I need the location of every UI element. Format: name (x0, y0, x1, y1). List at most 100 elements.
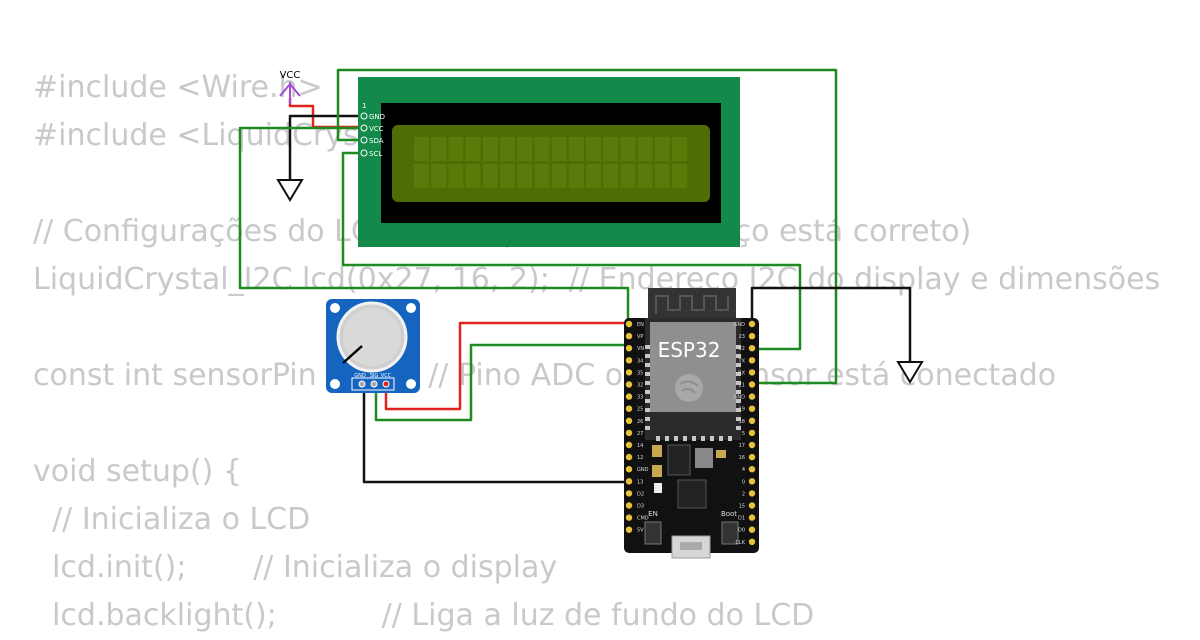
wire-esp-gnd[interactable] (750, 286, 912, 362)
antenna-trace (655, 295, 729, 314)
esp32-pin-label: 15 (739, 504, 745, 510)
wire-pot-gnd[interactable] (362, 385, 628, 484)
esp32-pin[interactable] (625, 393, 633, 400)
esp32-pin-label: 18 (739, 419, 745, 425)
esp32-pin[interactable] (625, 405, 633, 412)
lcd-pin-scl-label: SCL (369, 150, 382, 158)
lcd-cell (414, 137, 429, 161)
esp32-pin[interactable] (625, 320, 633, 328)
esp32-pin[interactable] (748, 320, 756, 328)
wire-pot-sig[interactable] (374, 343, 628, 422)
esp32-pin[interactable] (625, 357, 633, 364)
esp32-pin[interactable] (625, 369, 633, 376)
esp32-pin[interactable] (748, 357, 756, 364)
esp32-pin[interactable] (625, 490, 633, 497)
esp32-pin[interactable] (625, 381, 633, 388)
esp32-pin-label: 32 (637, 383, 643, 389)
lcd-cell (482, 137, 498, 161)
module-pads (645, 345, 741, 441)
lcd-cell (568, 164, 584, 188)
wire-lcd-vcc[interactable] (288, 98, 362, 129)
lcd-display[interactable]: 1 GND VCC SDA SCL (358, 77, 740, 247)
esp32-pin[interactable] (625, 514, 633, 521)
esp32-pin[interactable] (625, 429, 633, 437)
esp32-pin-label: 21 (739, 383, 745, 389)
esp32-pin[interactable] (625, 441, 633, 449)
lcd-cell (517, 164, 533, 188)
esp32-pin[interactable] (748, 405, 756, 412)
esp32-pin-label: 25 (637, 407, 643, 413)
esp32-pin-label: 12 (637, 455, 643, 461)
en-button[interactable] (644, 521, 662, 545)
lcd-pin-sda-label: SDA (369, 137, 384, 145)
boot-button[interactable] (721, 521, 739, 545)
lcd-cell (620, 137, 636, 161)
en-button-label: EN (648, 510, 658, 518)
esp32-pin-label: 35 (637, 370, 643, 376)
code-line: lcd.backlight(); // Liga a luz de fundo … (33, 598, 815, 633)
wire-lcd-scl[interactable] (341, 151, 802, 351)
esp32-pin[interactable] (748, 478, 756, 485)
esp32-pin[interactable] (625, 453, 633, 461)
wire-pot-vcc[interactable] (384, 321, 628, 411)
esp32-pin[interactable] (748, 502, 756, 509)
esp32-pin[interactable] (748, 490, 756, 497)
esp32-pin[interactable] (625, 478, 633, 485)
esp32-pin[interactable] (748, 417, 756, 424)
lcd-cell (672, 137, 687, 161)
esp32-pin-label: GND (734, 395, 746, 401)
esp32-pin[interactable] (748, 332, 756, 340)
esp32-pin[interactable] (625, 345, 633, 352)
lcd-pins: GND VCC SDA SCL (360, 112, 385, 158)
esp32-pin[interactable] (748, 345, 756, 352)
esp32-pin-label: D1 (738, 516, 745, 522)
esp32-pin[interactable] (748, 514, 756, 521)
mount-hole (330, 303, 340, 313)
lcd-cell (448, 164, 464, 188)
esp32-pin[interactable] (748, 441, 756, 449)
lcd-pin-1-label: 1 (362, 102, 366, 110)
lcd-cell (637, 137, 653, 161)
esp32-pin-label: CMD (637, 516, 649, 522)
lcd-cell (551, 164, 567, 188)
vcc-label: VCC (280, 70, 301, 81)
potentiometer[interactable]: GND SIG VCC (326, 299, 420, 393)
esp32-pin[interactable] (748, 526, 756, 533)
esp32-pin[interactable] (625, 417, 633, 424)
lcd-cell (431, 164, 447, 188)
esp32-pin-label: 13 (637, 479, 643, 485)
lcd-cell (654, 137, 670, 161)
esp32-pin-label: 17 (739, 443, 745, 449)
esp32-pin[interactable] (748, 466, 756, 473)
esp32-pin[interactable] (748, 381, 756, 388)
lcd-cell (603, 164, 619, 188)
wire-lcd-gnd[interactable] (288, 114, 362, 180)
lcd-cell (672, 164, 687, 188)
esp32-label: ESP32 (658, 338, 721, 362)
esp32-pin[interactable] (748, 453, 756, 461)
esp32-pin-label: RX (738, 370, 745, 376)
potentiometer-pointer (342, 345, 363, 364)
esp32-board[interactable]: ESP32 EN Boot ENVPVN343532332526271412GN… (624, 288, 759, 559)
esp32-pin-label: VP (637, 334, 643, 340)
code-line: lcd.init(); // Inicializa o display (33, 550, 558, 585)
esp32-pin-label: 27 (637, 431, 643, 437)
esp32-pin[interactable] (625, 332, 633, 340)
esp32-pin[interactable] (748, 538, 756, 545)
lcd-cell (414, 164, 429, 188)
vcc-arrow-icon (279, 82, 301, 104)
esp32-pin[interactable] (748, 429, 756, 437)
esp32-pin[interactable] (625, 502, 633, 509)
lcd-cell (568, 137, 584, 161)
wire-lcd-gnd-esp[interactable] (238, 126, 630, 320)
esp32-pin[interactable] (748, 393, 756, 400)
wire-lcd-sda[interactable] (336, 68, 838, 385)
wires (238, 68, 912, 484)
esp32-pin[interactable] (625, 466, 633, 473)
esp32-pin[interactable] (625, 526, 633, 533)
esp32-pin-label: D2 (637, 491, 644, 497)
esp32-pin-label: 16 (739, 455, 745, 461)
esp32-pin[interactable] (748, 369, 756, 376)
ground-symbol-left (276, 179, 304, 202)
